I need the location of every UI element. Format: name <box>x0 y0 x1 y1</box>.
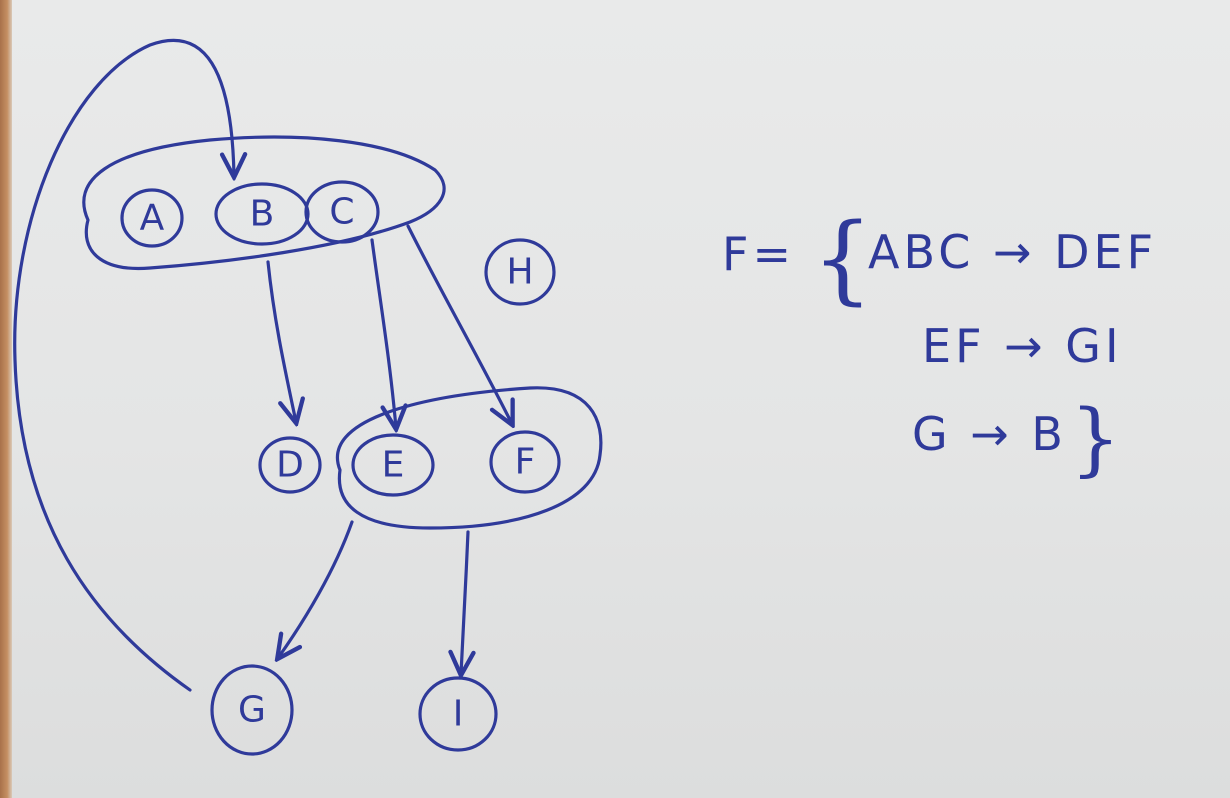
node-c-circle <box>304 180 380 244</box>
fd-set-name: F= <box>722 227 795 281</box>
node-a-label: A <box>140 198 165 239</box>
node-b-circle <box>214 182 310 246</box>
arrow-ef-to-i <box>461 530 468 674</box>
arrow-abc-to-d <box>266 260 296 422</box>
node-g-circle <box>210 664 294 756</box>
node-h-circle <box>484 238 556 306</box>
arrow-abc-to-f <box>406 224 512 424</box>
paper-edge <box>0 0 12 798</box>
fd-line-1: ABC → DEF <box>868 225 1157 279</box>
node-f-label: F <box>515 442 536 483</box>
fd-open-brace: { <box>812 203 873 315</box>
arrow-g-to-b <box>13 38 234 692</box>
node-b-label: B <box>250 194 275 235</box>
node-d-circle <box>258 436 322 494</box>
node-e-label: E <box>382 445 405 486</box>
fd-line-3: G → B <box>912 407 1067 461</box>
node-i-label: I <box>453 694 464 735</box>
node-g-label: G <box>238 690 266 731</box>
arrow-ef-to-g <box>278 520 354 658</box>
node-d-label: D <box>276 445 304 486</box>
group-abc-oval <box>82 135 446 271</box>
node-e-circle <box>351 433 435 497</box>
node-a-circle <box>120 188 184 248</box>
fd-line-2: EF → GI <box>922 319 1123 373</box>
node-f-circle <box>489 430 561 494</box>
node-c-label: C <box>329 192 354 233</box>
fd-close-brace: } <box>1070 392 1121 485</box>
arrow-abc-to-e <box>370 238 396 428</box>
group-ef-oval <box>336 386 603 530</box>
node-h-label: H <box>506 252 533 293</box>
